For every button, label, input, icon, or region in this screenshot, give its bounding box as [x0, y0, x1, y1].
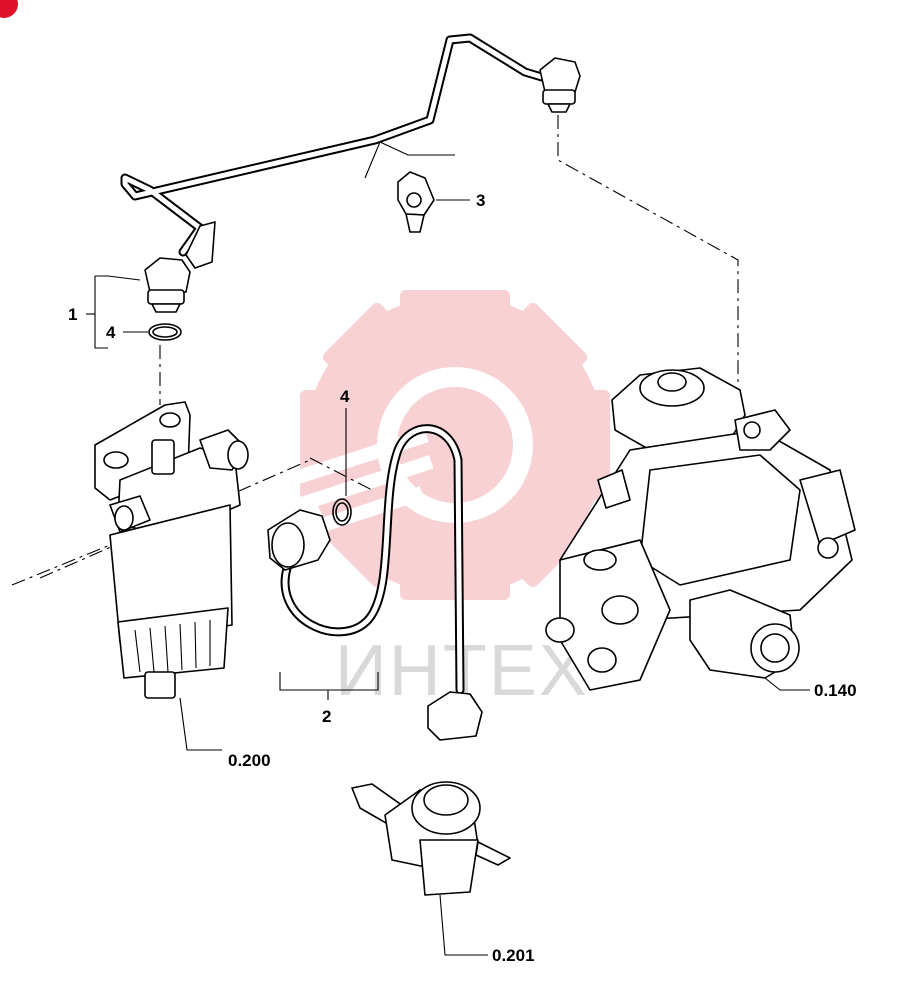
callout-0200: 0.200 — [228, 751, 271, 770]
corner-badge-icon — [0, 0, 18, 18]
flexible-hose-icon — [267, 424, 483, 741]
callout-leaders — [86, 199, 470, 496]
injection-pump-icon — [545, 367, 856, 691]
banjo-fitting-icon — [539, 57, 581, 113]
o-ring-icon — [332, 498, 352, 526]
fuel-pipe-icon — [120, 33, 550, 269]
callout-4a: 4 — [106, 323, 116, 342]
callout-3: 3 — [476, 191, 485, 210]
banjo-fitting-icon — [144, 257, 191, 313]
callout-0201: 0.201 — [492, 946, 535, 965]
feed-pump-icon — [351, 781, 511, 956]
o-ring-icon — [148, 323, 182, 341]
callout-0140: 0.140 — [814, 681, 857, 700]
fuel-filter-icon — [94, 401, 249, 751]
callout-4b: 4 — [340, 387, 350, 406]
pipe-clamp-icon — [397, 171, 435, 233]
callout-1: 1 — [68, 305, 77, 324]
callout-2: 2 — [322, 707, 331, 726]
